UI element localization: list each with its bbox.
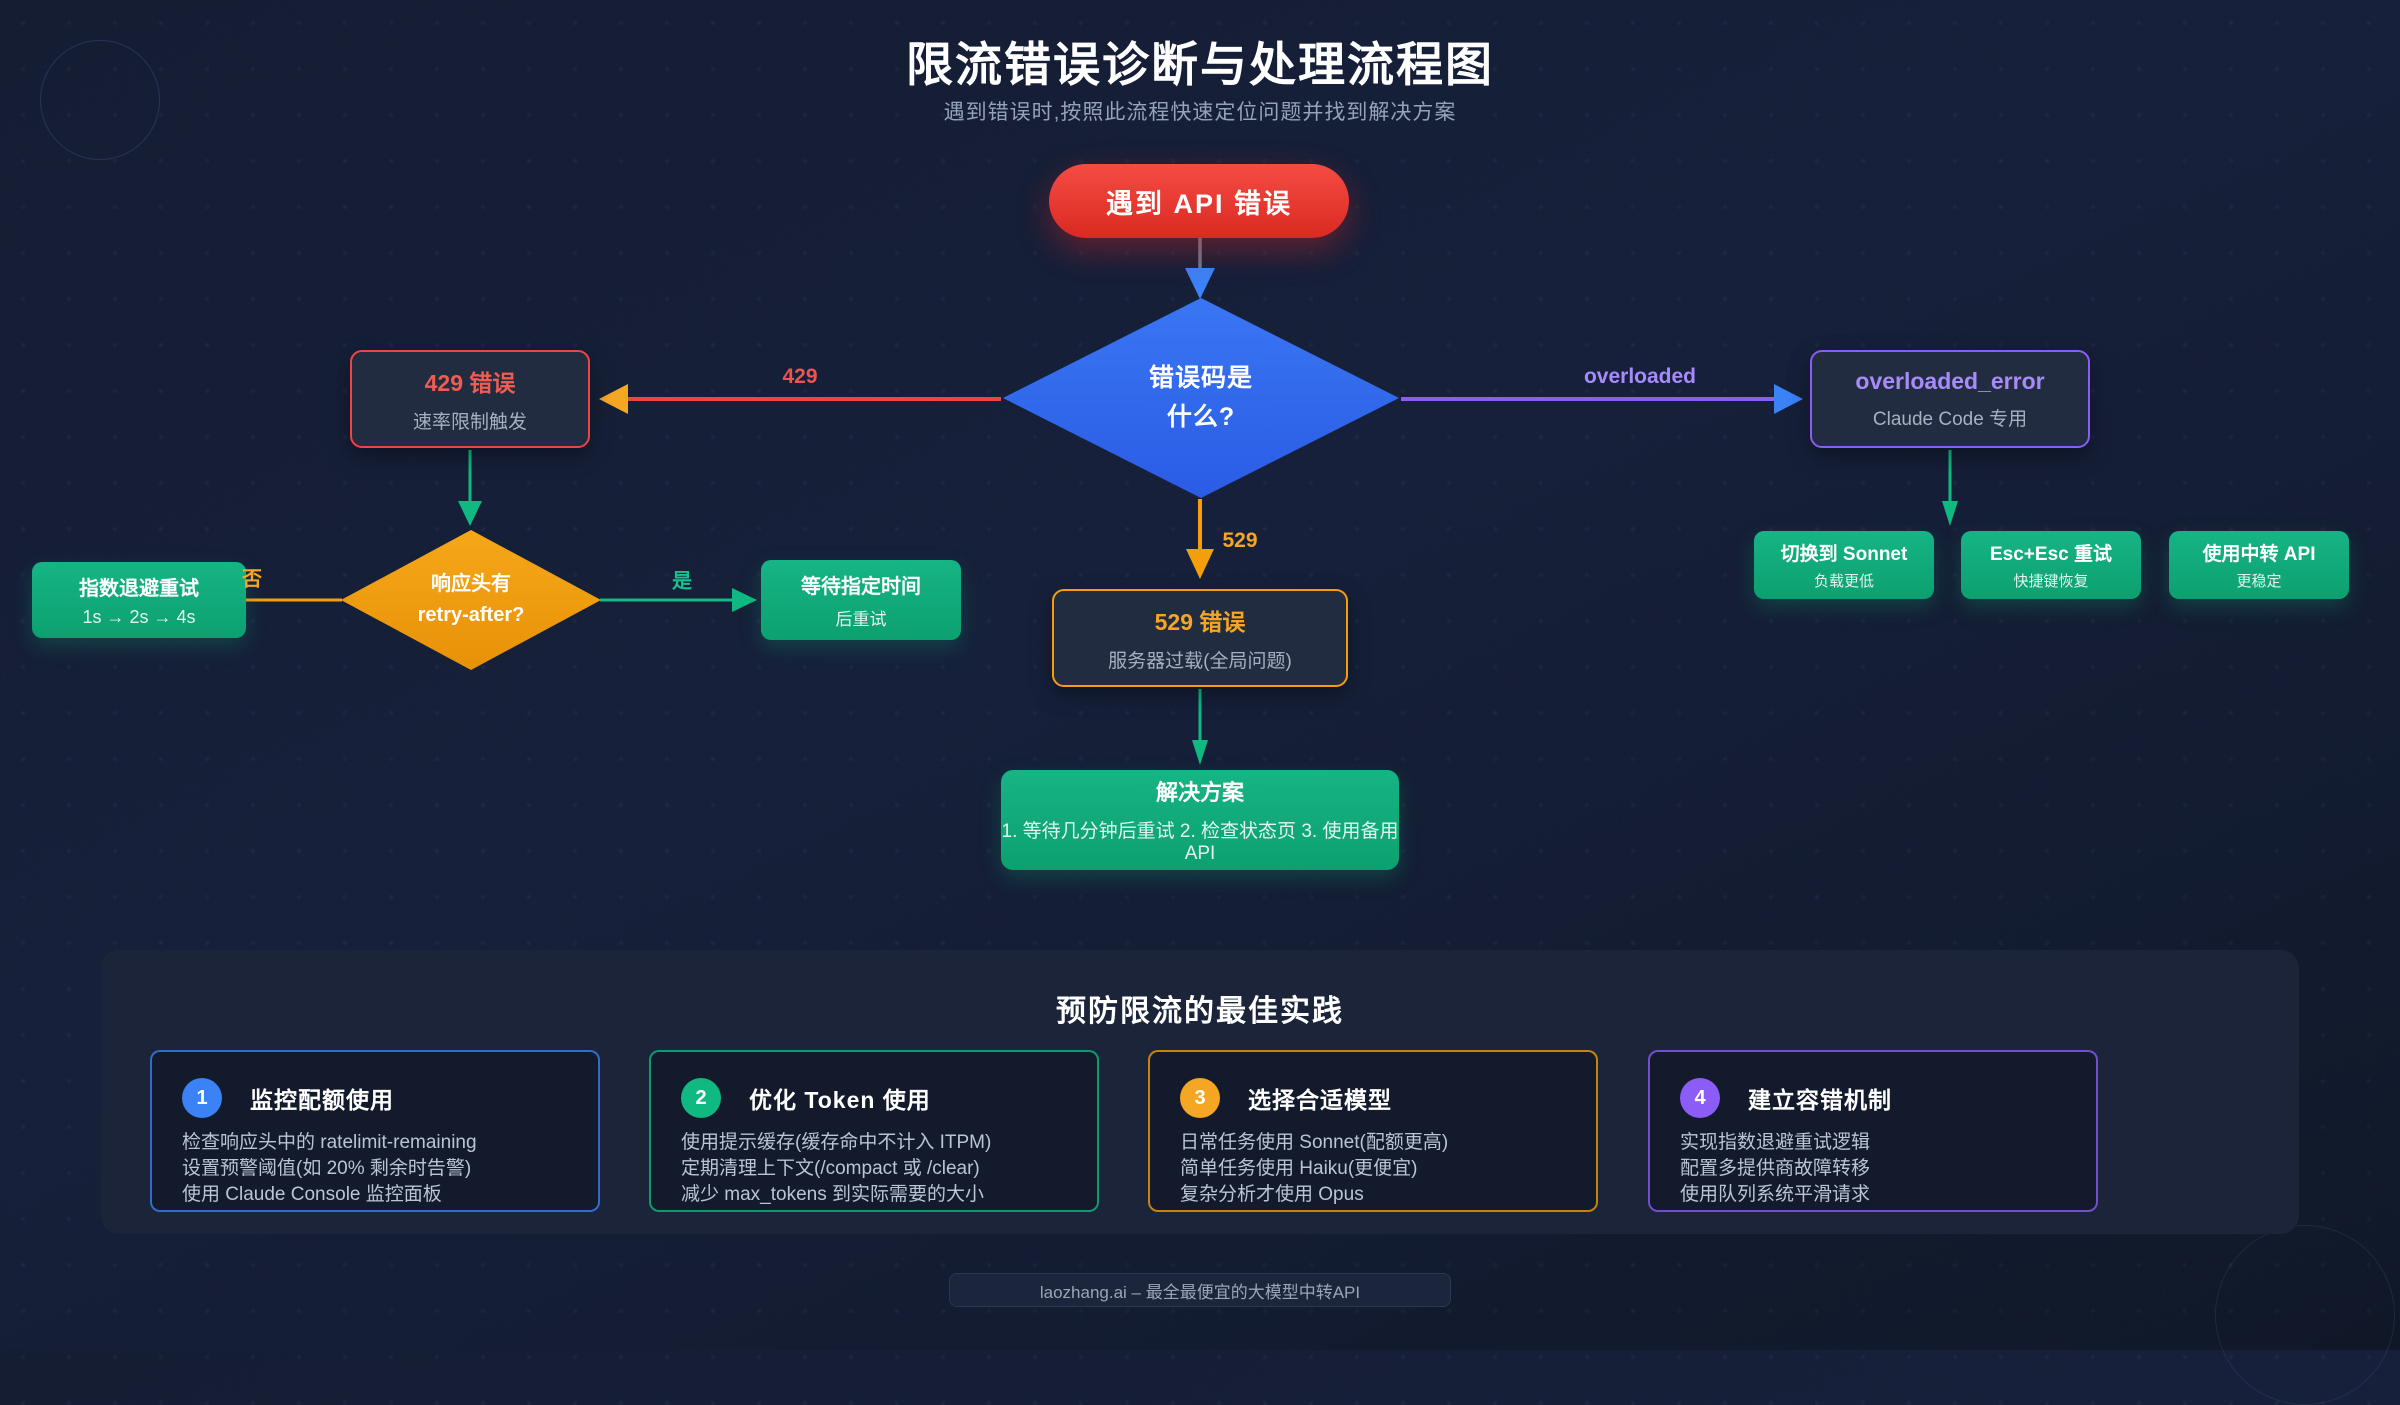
node-solution: 解决方案 1. 等待几分钟后重试 2. 检查状态页 3. 使用备用API [1001,770,1399,870]
action-subtitle: 负载更低 [1813,573,1874,590]
page-subtitle: 遇到错误时,按照此流程快速定位问题并找到解决方案 [943,101,1457,124]
edge-label-429: 429 [782,365,818,388]
node-action-relay-api: 使用中转 API 更稳定 [2169,531,2349,599]
node-action-esc-retry: Esc+Esc 重试 快捷键恢复 [1961,531,2141,599]
arrowhead-retry-wait [732,588,757,612]
edge-label-no: 否 [242,568,262,591]
edge-label-overloaded: overloaded [1583,365,1697,388]
node-429-title: 429 错误 [424,370,516,396]
node-action-switch-sonnet: 切换到 Sonnet 负载更低 [1754,531,1934,599]
bp-card-optimize-tokens: 2 优化 Token 使用 使用提示缓存(缓存命中不计入 ITPM) 定期清理上… [649,1050,1099,1212]
node-wait-retry: 等待指定时间 后重试 [761,560,961,640]
bp-card-header: 3 选择合适模型 [1180,1078,1566,1118]
node-529-title: 529 错误 [1154,609,1246,635]
bp-card-line: 使用 Claude Console 监控面板 [182,1184,442,1205]
arrowhead-start-decision [1185,268,1215,299]
flow-connectors [246,238,1958,765]
action-subtitle: 更稳定 [2236,573,2282,590]
edge-label-529: 529 [1222,529,1258,552]
node-solution-title: 解决方案 [1155,780,1244,805]
page-title: 限流错误诊断与处理流程图 [906,38,1494,91]
action-title: 使用中转 API [2202,544,2316,565]
bp-card-title: 建立容错机制 [1748,1087,1892,1113]
footer-brand-pill: laozhang.ai – 最全最便宜的大模型中转API [949,1273,1451,1307]
node-exponential-backoff: 指数退避重试 1s → 2s → 4s [32,562,246,638]
bp-card-title: 优化 Token 使用 [749,1087,931,1113]
bp-card-line: 减少 max_tokens 到实际需要的大小 [681,1184,984,1205]
bp-card-line: 复杂分析才使用 Opus [1180,1184,1364,1205]
start-node: 遇到 API 错误 [1049,164,1349,238]
best-practices-heading: 预防限流的最佳实践 [1056,995,1344,1028]
footer-brand-text: laozhang.ai – 最全最便宜的大模型中转API [1039,1282,1361,1302]
decision-error-code-line1: 错误码是 [1148,364,1253,392]
arrowhead-529-solution [1192,740,1208,765]
bp-card-line: 使用提示缓存(缓存命中不计入 ITPM) [681,1132,992,1153]
node-429-subtitle: 速率限制触发 [412,412,527,433]
node-backoff-subtitle: 1s → 2s → 4s [82,607,196,627]
node-overloaded-title: overloaded_error [1855,367,2045,394]
bp-card-line: 设置预警阈值(如 20% 剩余时告警) [182,1158,472,1179]
node-wait-title: 等待指定时间 [801,576,921,598]
best-practices-panel: 预防限流的最佳实践 1 监控配额使用 检查响应头中的 ratelimit-rem… [101,950,2299,1234]
node-429-error: 429 错误 速率限制触发 [350,350,590,448]
bp-card-header: 2 优化 Token 使用 [681,1078,1067,1118]
node-overloaded-error: overloaded_error Claude Code 专用 [1810,350,2090,448]
action-subtitle: 快捷键恢复 [2013,573,2089,590]
bp-card-line: 日常任务使用 Sonnet(配额更高) [1180,1132,1449,1153]
bp-card-line: 简单任务使用 Haiku(更便宜) [1180,1158,1418,1179]
bp-number-badge: 1 [182,1078,222,1118]
decision-retry-line2: retry-after? [417,604,525,626]
bp-card-title: 监控配额使用 [250,1087,394,1113]
edge-label-yes: 是 [672,570,692,593]
decision-error-code-line2: 什么? [1166,403,1236,431]
bp-card-choose-model: 3 选择合适模型 日常任务使用 Sonnet(配额更高) 简单任务使用 Haik… [1148,1050,1598,1212]
decision-retry-line1: 响应头有 [431,573,511,595]
arrowhead-decision-529 [1186,549,1214,579]
arrowhead-overloaded-actions [1942,501,1958,526]
arrowhead-decision-overloaded [1774,384,1803,414]
bp-card-fault-tolerance: 4 建立容错机制 实现指数退避重试逻辑 配置多提供商故障转移 使用队列系统平滑请… [1648,1050,2098,1212]
bp-card-line: 检查响应头中的 ratelimit-remaining [182,1132,477,1153]
node-529-subtitle: 服务器过载(全局问题) [1108,651,1292,672]
bp-card-line: 实现指数退避重试逻辑 [1680,1132,1871,1153]
bp-card-title: 选择合适模型 [1248,1087,1392,1113]
node-solution-subtitle: 1. 等待几分钟后重试 2. 检查状态页 3. 使用备用API [1001,821,1399,864]
action-title: Esc+Esc 重试 [1990,544,2112,565]
bp-number-badge: 4 [1680,1078,1720,1118]
node-529-error: 529 错误 服务器过载(全局问题) [1052,589,1348,687]
node-backoff-title: 指数退避重试 [79,578,199,600]
bp-card-header: 1 监控配额使用 [182,1078,568,1118]
arrowhead-429-retry [458,501,482,526]
arrowhead-decision-429 [599,384,628,414]
node-overloaded-subtitle: Claude Code 专用 [1872,408,2028,430]
bp-card-header: 4 建立容错机制 [1680,1078,2066,1118]
bp-number-badge: 3 [1180,1078,1220,1118]
node-wait-subtitle: 后重试 [835,610,887,629]
decor-circle-top-left [40,40,160,160]
bp-card-line: 定期清理上下文(/compact 或 /clear) [681,1158,980,1179]
bp-card-monitor-quota: 1 监控配额使用 检查响应头中的 ratelimit-remaining 设置预… [150,1050,600,1212]
bp-number-badge: 2 [681,1078,721,1118]
action-title: 切换到 Sonnet [1780,544,1908,565]
bp-card-line: 配置多提供商故障转移 [1680,1158,1871,1179]
bp-card-line: 使用队列系统平滑请求 [1680,1184,1871,1205]
start-node-label: 遇到 API 错误 [1105,188,1292,219]
